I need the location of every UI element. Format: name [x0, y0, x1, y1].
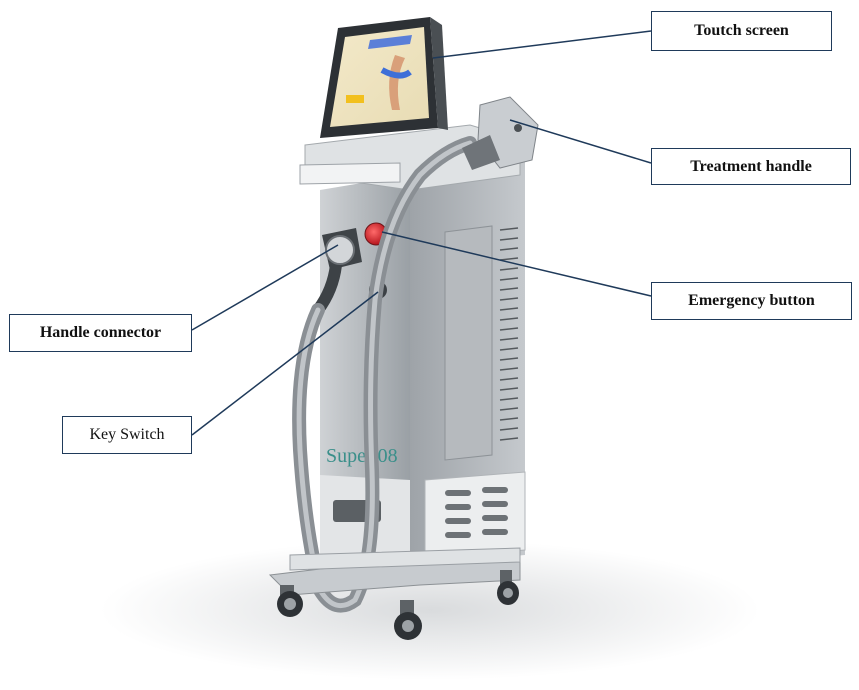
- caster-wheels: [277, 570, 519, 640]
- treatment-handle-grip: [462, 135, 500, 170]
- leader-treatment-handle: [509, 119, 652, 164]
- screen-button-graphic: [346, 95, 364, 103]
- handle-tip-dot: [514, 124, 522, 132]
- treatment-handle-label: Treatment handle: [651, 148, 851, 185]
- monitor-side: [430, 17, 448, 130]
- floor-shadow: [100, 540, 760, 680]
- connector-ring: [325, 235, 355, 265]
- screen-band-graphic: [380, 67, 412, 79]
- screen-banner: [368, 35, 412, 49]
- side-panel: [444, 225, 493, 461]
- leader-emergency-button: [381, 231, 652, 297]
- leader-handle-connector: [191, 244, 339, 331]
- leader-touch-screen: [432, 30, 652, 59]
- screen-leg-graphic: [389, 55, 405, 110]
- emergency-button-label: Emergency button: [651, 282, 852, 320]
- front-handle-bar: [299, 162, 401, 185]
- lower-side-section: [424, 471, 526, 559]
- side-grille: [499, 227, 519, 441]
- leader-key-switch: [191, 291, 379, 436]
- touch-screen-label: Toutch screen: [651, 11, 832, 51]
- lower-vents: [445, 487, 508, 538]
- leader-lines: [191, 30, 652, 436]
- handle-connector-label: Handle connector: [9, 314, 192, 352]
- base-plate: [289, 547, 521, 571]
- brand-text: Super 08: [326, 445, 398, 467]
- key-switch-label: Key Switch: [62, 416, 192, 454]
- handle-cable-highlight: [296, 140, 473, 609]
